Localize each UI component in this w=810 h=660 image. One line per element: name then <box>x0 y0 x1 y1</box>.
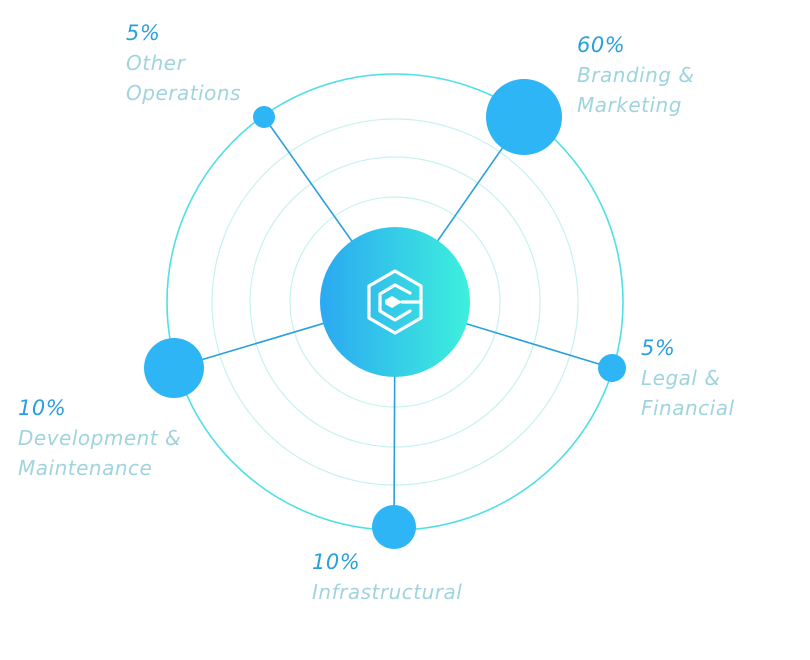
category-label: Operations <box>126 81 241 105</box>
percent-label: 10% <box>312 550 361 574</box>
label-branding-marketing: 60% Branding & Marketing <box>577 30 694 120</box>
node-infrastructural <box>372 505 416 549</box>
category-label: Maintenance <box>18 456 153 480</box>
category-label: Infrastructural <box>312 580 463 604</box>
percent-label: 10% <box>18 396 67 420</box>
inner-ring-3 <box>211 118 579 486</box>
percent-label: 5% <box>126 21 161 45</box>
category-label: Development & <box>18 426 182 450</box>
data-nodes <box>144 79 626 549</box>
category-label: Financial <box>641 396 735 420</box>
percent-label: 60% <box>577 33 626 57</box>
percent-label: 5% <box>641 336 676 360</box>
label-development-maintenance: 10% Development & Maintenance <box>18 393 181 483</box>
node-branding-marketing <box>486 79 562 155</box>
category-label: Legal & <box>641 366 721 390</box>
hexagon-logo-icon <box>367 269 423 335</box>
category-label: Branding & <box>577 63 695 87</box>
center-hub <box>320 227 470 377</box>
node-legal-financial <box>598 354 626 382</box>
label-infrastructural: 10% Infrastructural <box>312 547 462 607</box>
category-label: Marketing <box>577 93 682 117</box>
node-development-maintenance <box>144 338 204 398</box>
label-legal-financial: 5% Legal & Financial <box>641 333 735 423</box>
category-label: Other <box>126 51 186 75</box>
node-other-operations <box>253 106 275 128</box>
